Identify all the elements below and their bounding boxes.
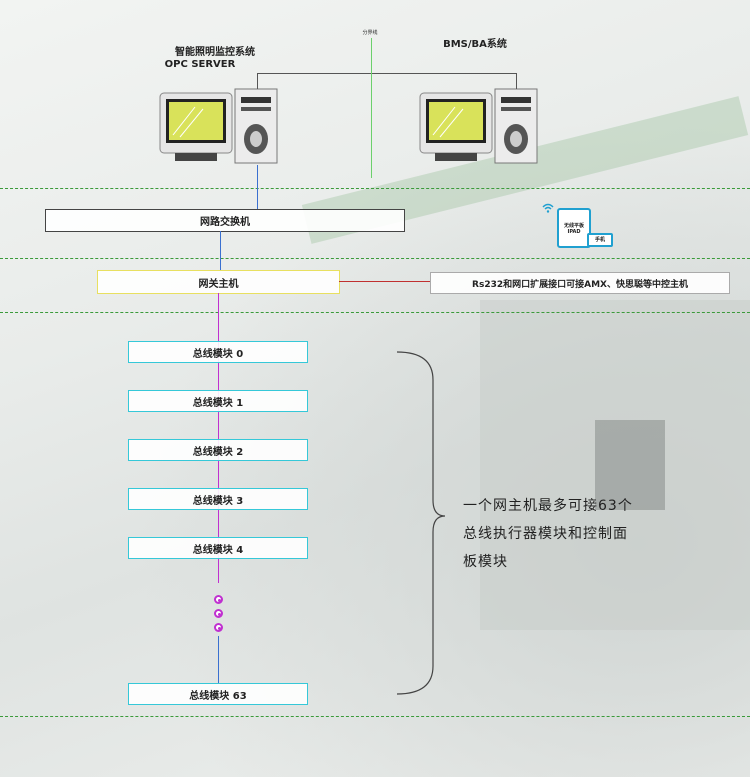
bus-module-label: 总线模块 3: [192, 495, 244, 507]
boundary-label: 分界线: [362, 30, 378, 36]
computer-icon: [419, 88, 538, 164]
phone-device: 手机: [587, 233, 613, 247]
switch-uplink-line: [257, 165, 258, 209]
brace-note-line: 板模块: [463, 554, 508, 570]
ellipsis-dot: [214, 623, 223, 632]
server-title-left: 智能照明监控系统: [175, 47, 255, 58]
gateway-box: 网关主机: [97, 270, 340, 294]
wifi-icon: [542, 199, 554, 213]
bus-module-label: 总线模块 1: [192, 397, 244, 409]
brace-note-line: 一个网主机最多可接63个: [463, 498, 633, 514]
computer-icon: [159, 88, 278, 164]
expansion-note-box: Rs232和网口扩展接口可接AMX、快思聪等中控主机: [430, 272, 730, 294]
bus-module-63: 总线模块 63: [128, 683, 308, 705]
background-wall: [480, 300, 750, 630]
expansion-link-line: [339, 281, 430, 282]
brace-note-line: 总线执行器模块和控制面: [463, 526, 628, 542]
divider-line: [0, 312, 750, 313]
server-title-right: BMS/BA系统: [443, 39, 507, 50]
server-link-line: [257, 73, 517, 74]
bus-module-2: 总线模块 2: [128, 439, 308, 461]
bus-module-label: 总线模块 2: [192, 446, 244, 458]
ellipsis-dot: [214, 595, 223, 604]
server-subtitle-left: OPC SERVER: [164, 59, 236, 70]
bus-module-0: 总线模块 0: [128, 341, 308, 363]
bus-module-4: 总线模块 4: [128, 537, 308, 559]
boundary-line: [371, 38, 372, 178]
tablet-label: 无线平板: [563, 223, 584, 229]
divider-line: [0, 716, 750, 717]
gateway-uplink-line: [220, 231, 221, 271]
bus-module-3: 总线模块 3: [128, 488, 308, 510]
bus-line-lower: [218, 636, 219, 684]
brace-note: 一个网主机最多可接63个 总线执行器模块和控制面 板模块: [463, 492, 633, 576]
bus-module-label: 总线模块 63: [189, 690, 247, 702]
expansion-note: Rs232和网口扩展接口可接AMX、快思聪等中控主机: [472, 279, 688, 290]
divider-line: [0, 258, 750, 259]
bus-line: [218, 293, 219, 583]
tablet-device: 无线平板 IPAD: [557, 208, 591, 248]
phone-label: 手机: [594, 237, 605, 243]
ellipsis-dot: [214, 609, 223, 618]
network-switch-label: 网路交换机: [200, 217, 250, 228]
network-switch-box: 网路交换机: [45, 209, 405, 232]
bus-module-label: 总线模块 0: [192, 348, 244, 360]
server-link-line: [516, 73, 517, 89]
gateway-label: 网关主机: [198, 278, 239, 290]
divider-line: [0, 188, 750, 189]
tablet-label-ipad: IPAD: [567, 229, 581, 235]
server-link-line: [257, 73, 258, 89]
bus-module-label: 总线模块 4: [192, 544, 244, 556]
brace-icon: [396, 351, 446, 695]
bus-module-1: 总线模块 1: [128, 390, 308, 412]
